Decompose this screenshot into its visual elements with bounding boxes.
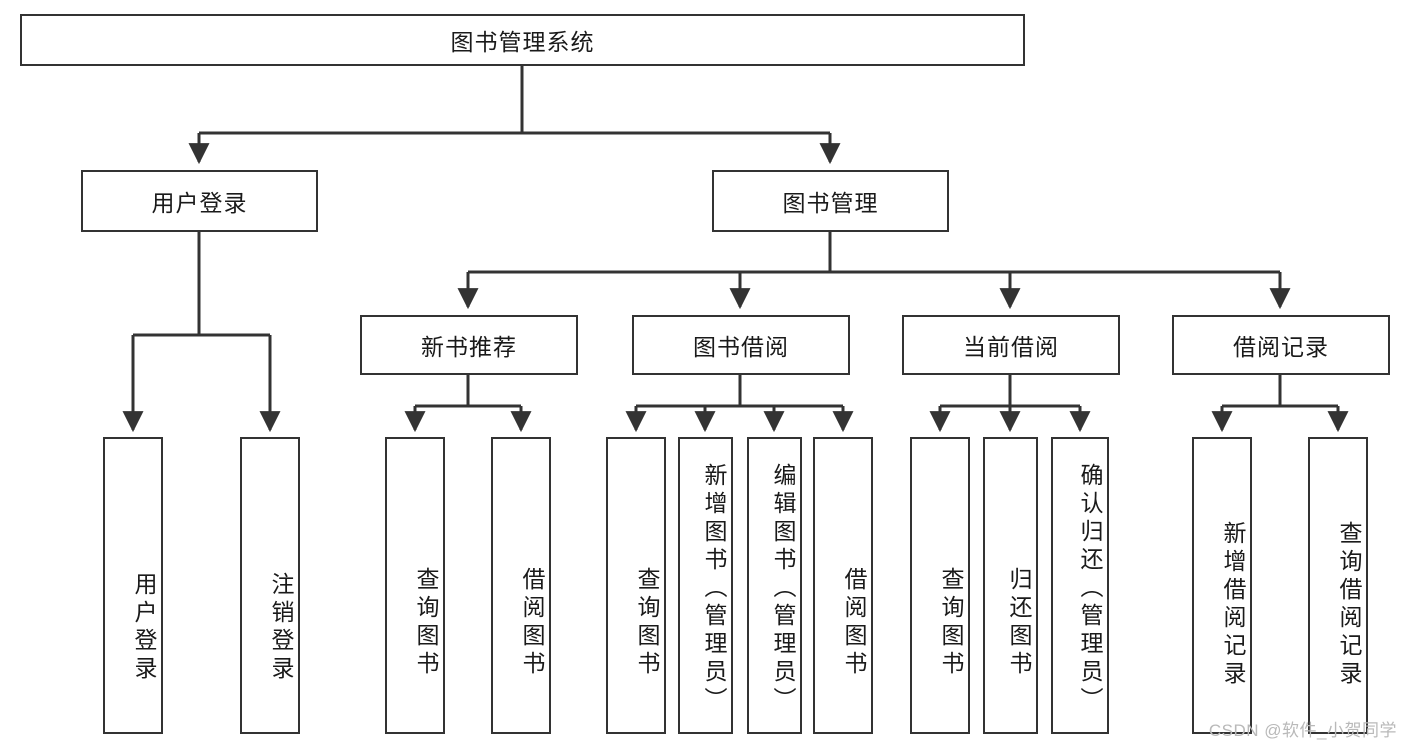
node-new-book-recommend[interactable]: 新书推荐 [360, 315, 578, 375]
node-user-login[interactable]: 用户登录 [81, 170, 318, 232]
node-borrow-record[interactable]: 借阅记录 [1172, 315, 1390, 375]
leaf-query-book-borrow[interactable]: 查询图书 [606, 437, 666, 734]
leaf-query-book-current[interactable]: 查询图书 [910, 437, 970, 734]
leaf-return-book[interactable]: 归还图书 [983, 437, 1038, 734]
node-current-borrow[interactable]: 当前借阅 [902, 315, 1120, 375]
leaf-user-login[interactable]: 用户登录 [103, 437, 163, 734]
leaf-logout[interactable]: 注销登录 [240, 437, 300, 734]
leaf-query-borrow-record[interactable]: 查询借阅记录 [1308, 437, 1368, 734]
leaf-borrow-book-borrow[interactable]: 借阅图书 [813, 437, 873, 734]
leaf-edit-book-admin[interactable]: 编辑图书（管理员） [747, 437, 802, 734]
leaf-confirm-return-admin[interactable]: 确认归还（管理员） [1051, 437, 1109, 734]
node-book-management[interactable]: 图书管理 [712, 170, 949, 232]
leaf-add-borrow-record[interactable]: 新增借阅记录 [1192, 437, 1252, 734]
node-root[interactable]: 图书管理系统 [20, 14, 1025, 66]
node-book-borrow[interactable]: 图书借阅 [632, 315, 850, 375]
leaf-borrow-book-newbook[interactable]: 借阅图书 [491, 437, 551, 734]
leaf-add-book-admin[interactable]: 新增图书（管理员） [678, 437, 733, 734]
leaf-query-book-newbook[interactable]: 查询图书 [385, 437, 445, 734]
watermark: CSDN @软件_小贺同学 [1208, 721, 1397, 740]
